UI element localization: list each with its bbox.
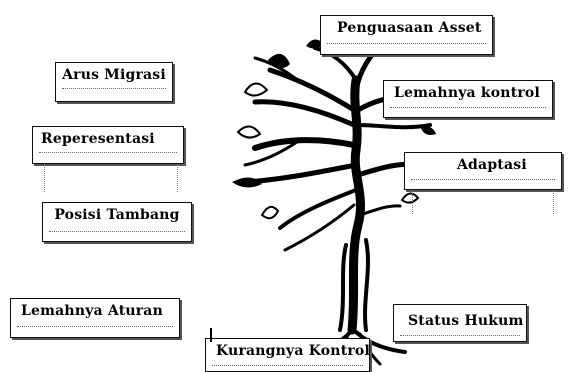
label-box-penguasaan-asset: Penguasaan Asset [320, 15, 493, 55]
guide-tick [44, 164, 45, 192]
guide-line [390, 107, 546, 108]
label-box-arus-migrasi: Arus Migrasi [55, 62, 173, 102]
guide-line [411, 179, 555, 180]
label-box-lemahnya-aturan: Lemahnya Aturan [10, 298, 180, 338]
label-box-kurangnya-kontrol: Kurangnya Kontrol [205, 338, 370, 372]
label-status-hukum: Status Hukum [408, 313, 526, 329]
label-box-lemahnya-kontrol: Lemahnya kontrol [383, 80, 553, 118]
label-penguasaan-asset: Penguasaan Asset [337, 20, 492, 36]
label-lemahnya-kontrol: Lemahnya kontrol [394, 85, 552, 101]
label-adaptasi: Adaptasi [457, 157, 561, 173]
label-box-adaptasi: Adaptasi [404, 152, 562, 190]
guide-line [39, 152, 177, 153]
text-cursor [210, 328, 212, 342]
label-posisi-tambang: Posisi Tambang [43, 207, 191, 223]
label-box-status-hukum: Status Hukum [393, 304, 527, 342]
guide-tick [412, 190, 413, 214]
label-box-reperesentasi: Reperesentasi [32, 126, 184, 164]
guide-tick [177, 164, 178, 192]
label-reperesentasi: Reperesentasi [41, 131, 183, 147]
label-arus-migrasi: Arus Migrasi [56, 67, 172, 83]
guide-line [49, 231, 185, 232]
guide-line [212, 365, 363, 366]
label-box-posisi-tambang: Posisi Tambang [42, 202, 192, 242]
guide-line [327, 43, 486, 44]
guide-line [17, 326, 173, 327]
label-kurangnya-kontrol: Kurangnya Kontrol [216, 343, 369, 359]
guide-line [400, 335, 520, 336]
label-lemahnya-aturan: Lemahnya Aturan [21, 303, 179, 319]
guide-line [62, 88, 166, 89]
guide-tick [553, 190, 554, 214]
